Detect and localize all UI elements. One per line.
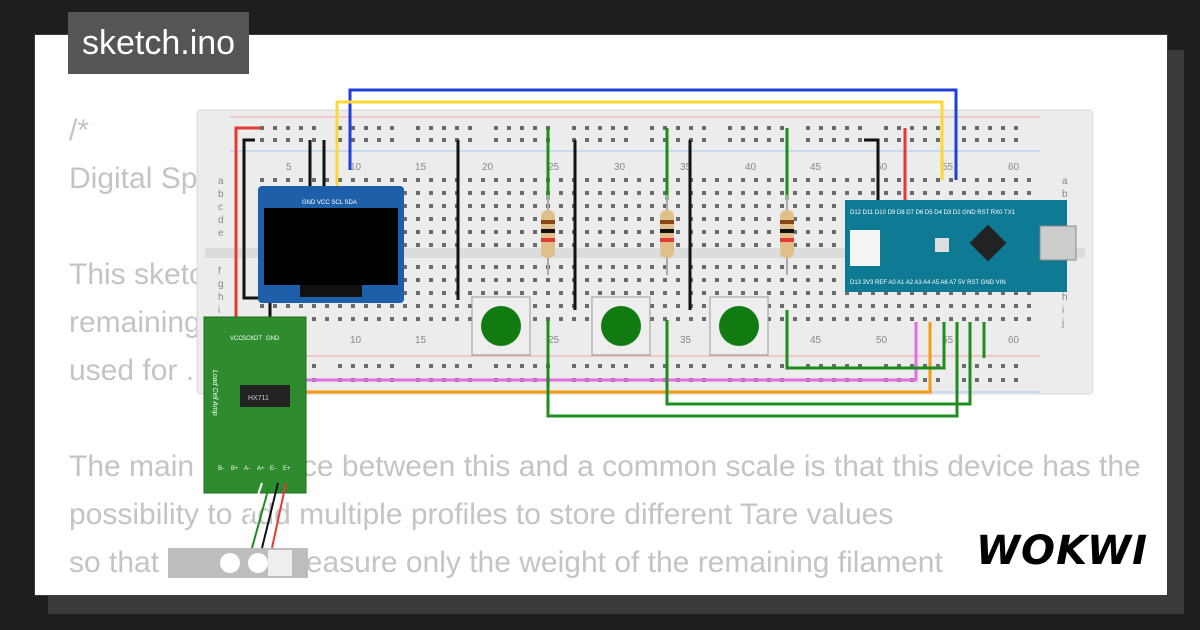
row-letter: g <box>218 279 224 290</box>
column-number: 25 <box>548 335 560 346</box>
row-letter: i <box>218 305 220 316</box>
row-letter: e <box>218 228 224 239</box>
row-letter: a <box>218 176 224 187</box>
row-letter: b <box>1062 189 1068 200</box>
row-letter: b <box>218 189 224 200</box>
hx711-chip-label: HX711 <box>248 395 269 402</box>
code-line: The main difference between this and a c… <box>69 450 1141 483</box>
wire-black <box>242 138 272 320</box>
column-number: 10 <box>350 162 362 173</box>
wire-black <box>864 138 880 210</box>
column-number: 55 <box>942 335 954 346</box>
hx711-pin-label: A+ <box>257 466 265 472</box>
column-number: 15 <box>415 162 427 173</box>
hx711-pin-label: E+ <box>283 466 291 472</box>
row-letter: a <box>1062 176 1068 187</box>
hx711-pin-label: DT <box>254 336 262 342</box>
row-letter: h <box>1062 292 1068 303</box>
wire-red <box>234 126 260 320</box>
column-number: 45 <box>810 335 822 346</box>
hx711-title: Load Cell Amp <box>211 370 218 416</box>
wire-green <box>546 320 959 418</box>
row-letter: d <box>218 215 224 226</box>
column-number: 40 <box>745 162 757 173</box>
nano-top-pins: D12 D11 D10 D9 D8 D7 D6 D5 D4 D3 D2 GND … <box>850 210 1016 216</box>
oled-pin-labels: GND VCC SCL SDA <box>302 200 357 206</box>
wokwi-logo: WOKWI <box>975 528 1148 574</box>
wire-yellow <box>335 100 944 190</box>
hx711-pin-label: B+ <box>231 466 239 472</box>
row-letter: c <box>218 202 223 213</box>
file-tab[interactable]: sketch.ino <box>68 12 250 74</box>
row-letter: f <box>218 266 221 277</box>
hx711-pin-label: A- <box>244 466 250 472</box>
column-number: 10 <box>350 335 362 346</box>
hx711-pin-label: VCC <box>230 336 243 342</box>
resistor-3 <box>780 195 794 275</box>
hx711-pin-label: B- <box>218 466 224 472</box>
row-letter: i <box>1062 305 1064 316</box>
column-number: 35 <box>680 162 692 173</box>
wire-green <box>785 310 946 370</box>
push-button-1 <box>471 296 531 356</box>
nano-bottom-pins: D13 3V3 REF A0 A1 A2 A3 A4 A5 A6 A7 5V R… <box>850 280 1006 286</box>
resistor-1 <box>541 195 555 275</box>
row-letter: j <box>1061 318 1064 329</box>
column-number: 35 <box>680 335 692 346</box>
column-number: 50 <box>876 162 888 173</box>
center-channel <box>205 248 1085 258</box>
hx711-pin-label: SCK <box>242 336 254 342</box>
column-number: 45 <box>810 162 822 173</box>
code-line: /* <box>69 114 90 147</box>
column-number: 60 <box>1008 162 1020 173</box>
column-number: 20 <box>482 162 494 173</box>
push-button-3 <box>709 296 769 356</box>
hx711-pin-label: GND <box>266 336 280 342</box>
column-number: 5 <box>286 162 292 173</box>
column-number: 30 <box>614 162 626 173</box>
resistor-2 <box>660 195 674 275</box>
hx711-pin-label: E- <box>270 466 276 472</box>
wire-blue <box>348 88 958 180</box>
column-number: 15 <box>415 335 427 346</box>
wire-green <box>665 320 972 406</box>
column-number: 55 <box>942 162 954 173</box>
row-letter: h <box>218 292 224 303</box>
oled-display: GND VCC SCL SDA <box>258 186 404 303</box>
code-line: the weight of the spool... <box>69 587 1167 595</box>
load-cell <box>168 482 308 578</box>
column-number: 25 <box>548 162 560 173</box>
code-line: possibility to add multiple profiles to … <box>69 498 894 531</box>
push-button-2 <box>591 296 651 356</box>
column-number: 50 <box>876 335 888 346</box>
column-number: 60 <box>1008 335 1020 346</box>
arduino-nano: D12 D11 D10 D9 D8 D7 D6 D5 D4 D3 D2 GND … <box>845 200 1077 292</box>
